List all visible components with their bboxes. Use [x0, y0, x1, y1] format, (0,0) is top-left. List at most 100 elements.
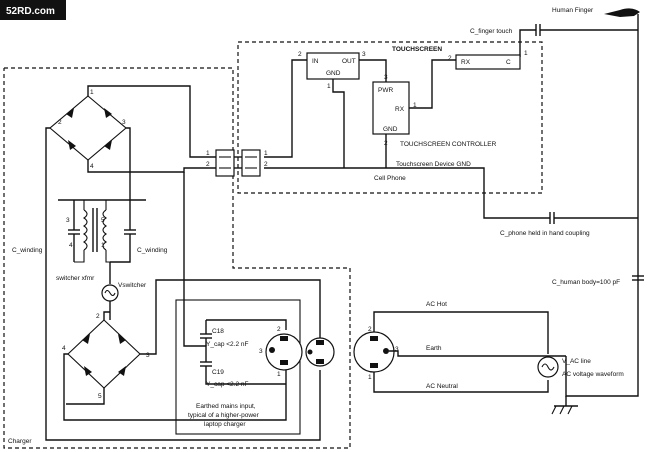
bottom-bridge-diode-2 [118, 334, 126, 344]
transformer-pin-4: 4 [69, 242, 73, 249]
wire-body-to-ground [565, 356, 639, 397]
regulator-out-label: OUT [342, 58, 356, 65]
ground-hatch-1 [551, 405, 557, 415]
bottom-bridge-diode-1 [82, 334, 90, 344]
controller-pwr-label: PWR [378, 87, 393, 94]
top-bridge-diode-2 [104, 108, 112, 118]
outlet-pin-2: 2 [368, 326, 372, 333]
socket-pin-neutral [316, 359, 324, 364]
top-bridge-pin-4: 4 [90, 163, 94, 170]
controller-box [372, 81, 410, 135]
watermark-text: 52RD.com [6, 6, 55, 17]
c19-label: C19 [212, 369, 224, 376]
earthed-input-box [175, 299, 301, 435]
wire-rx-to-cfinger [519, 29, 536, 57]
wire-ac-neutral [373, 372, 549, 393]
ac-neutral-label: AC Neutral [426, 383, 458, 390]
sensor-pin-2: 2 [448, 55, 452, 62]
c18-label: C18 [212, 328, 224, 335]
wire-earth [389, 350, 566, 357]
device-gnd-label: Touchscreen Device GND [396, 161, 471, 168]
bottom-bridge-pin-3: 3 [146, 352, 150, 359]
charger-boundary [3, 67, 351, 449]
wire-bottom-bridge-bottom [66, 388, 105, 405]
plug-pin-earth [269, 347, 275, 353]
switcher-xfmr-label: switcher xfmr [56, 275, 95, 282]
ac-wave-icon [541, 363, 555, 371]
wire-right-cap-bottom [110, 234, 131, 263]
touchscreen-boundary [237, 41, 543, 194]
earthed-note-line-1: Earthed mains input, [196, 403, 256, 410]
regulator-pin-1: 1 [327, 83, 331, 90]
bottom-bridge-diode-3 [84, 366, 92, 376]
plug-pin-hot [280, 336, 288, 341]
wall-socket [305, 337, 335, 367]
bottom-bridge-diamond [67, 319, 141, 389]
connector-phone [241, 149, 261, 177]
bottom-bridge-pin-4: 4 [62, 345, 66, 352]
transformer-primary-coil [83, 209, 88, 251]
wire-bridge-to-connector [87, 85, 216, 158]
top-bridge-diode-4 [104, 140, 112, 150]
transformer-pin-1: 1 [101, 242, 105, 249]
wire-primary-bottom [74, 250, 85, 263]
c-body-label: C_human body=100 pF [552, 279, 620, 286]
c-finger-touch-label: C_finger touch [470, 28, 513, 35]
wire-ac-hot [373, 311, 549, 354]
controller-rx-label: RX [395, 106, 405, 113]
wire-bridge-minus [87, 160, 216, 173]
charger-plug-pin-3: 3 [259, 348, 263, 355]
top-bridge-pin-2: 2 [58, 119, 62, 126]
wire-to-ycaps [183, 172, 196, 347]
transformer-secondary-coil [102, 209, 107, 251]
bottom-bridge-pin-5: 5 [98, 393, 102, 400]
c-winding-right-label: C_winding [137, 247, 168, 254]
connector-phone-pin-1: 1 [264, 150, 268, 157]
transformer-pin-3: 3 [66, 217, 70, 224]
touchscreen-title: TOUCHSCREEN [392, 46, 442, 53]
ground-hatch-3 [567, 405, 573, 415]
wire-in-to-connector [264, 59, 307, 158]
bottom-bridge-pin-2: 2 [96, 313, 100, 320]
charger-plug-pin-2: 2 [277, 326, 281, 333]
wire-secondary-bottom [105, 250, 110, 263]
vswitcher-label: Vswitcher [118, 282, 147, 289]
charger-mains-plug [265, 333, 303, 371]
finger-icon [604, 8, 640, 17]
human-finger-label: Human Finger [552, 7, 594, 14]
ac-voltage-waveform-label: AC voltage waveform [562, 371, 624, 378]
connector-charger-pin-1: 1 [206, 150, 210, 157]
wire-c19-top [196, 345, 207, 362]
ac-hot-label: AC Hot [426, 301, 447, 308]
wire-c18-to-plug [206, 319, 287, 330]
controller-title: TOUCHSCREEN CONTROLLER [400, 141, 497, 148]
wire-c19-bottom [205, 366, 286, 385]
c18-value: Y_cap <2.2 nF [206, 341, 248, 348]
outlet-pin-3: 3 [395, 346, 399, 353]
outlet-pin-1: 1 [368, 374, 372, 381]
wire-device-gnd [264, 167, 550, 219]
outlet-pin-neutral [370, 363, 378, 368]
wire-bridge-right-down [126, 127, 131, 200]
wire-reg-gnd [332, 79, 345, 168]
top-bridge-diode-3 [68, 140, 76, 150]
socket-pin-earth [307, 349, 313, 355]
wire-bridge-left-rail [45, 127, 321, 441]
earthed-note-line-3: laptop charger [204, 421, 246, 428]
top-bridge-pin-1: 1 [90, 89, 94, 96]
c-winding-left-label: C_winding [12, 247, 43, 254]
connector-charger [215, 149, 235, 177]
wire-out-to-pwr [359, 59, 387, 82]
controller-gnd-label: GND [383, 126, 398, 133]
wire-bottom-bridge-right [140, 279, 321, 355]
charger-plug-pin-1: 1 [277, 371, 281, 378]
sensor-c-label: C [506, 59, 511, 66]
regulator-in-label: IN [312, 58, 319, 65]
watermark-badge [0, 0, 66, 20]
top-bridge-pin-3: 3 [122, 119, 126, 126]
regulator-pin-3: 3 [362, 51, 366, 58]
bottom-bridge-diode-4 [118, 366, 126, 376]
earth-label: Earth [426, 345, 442, 352]
